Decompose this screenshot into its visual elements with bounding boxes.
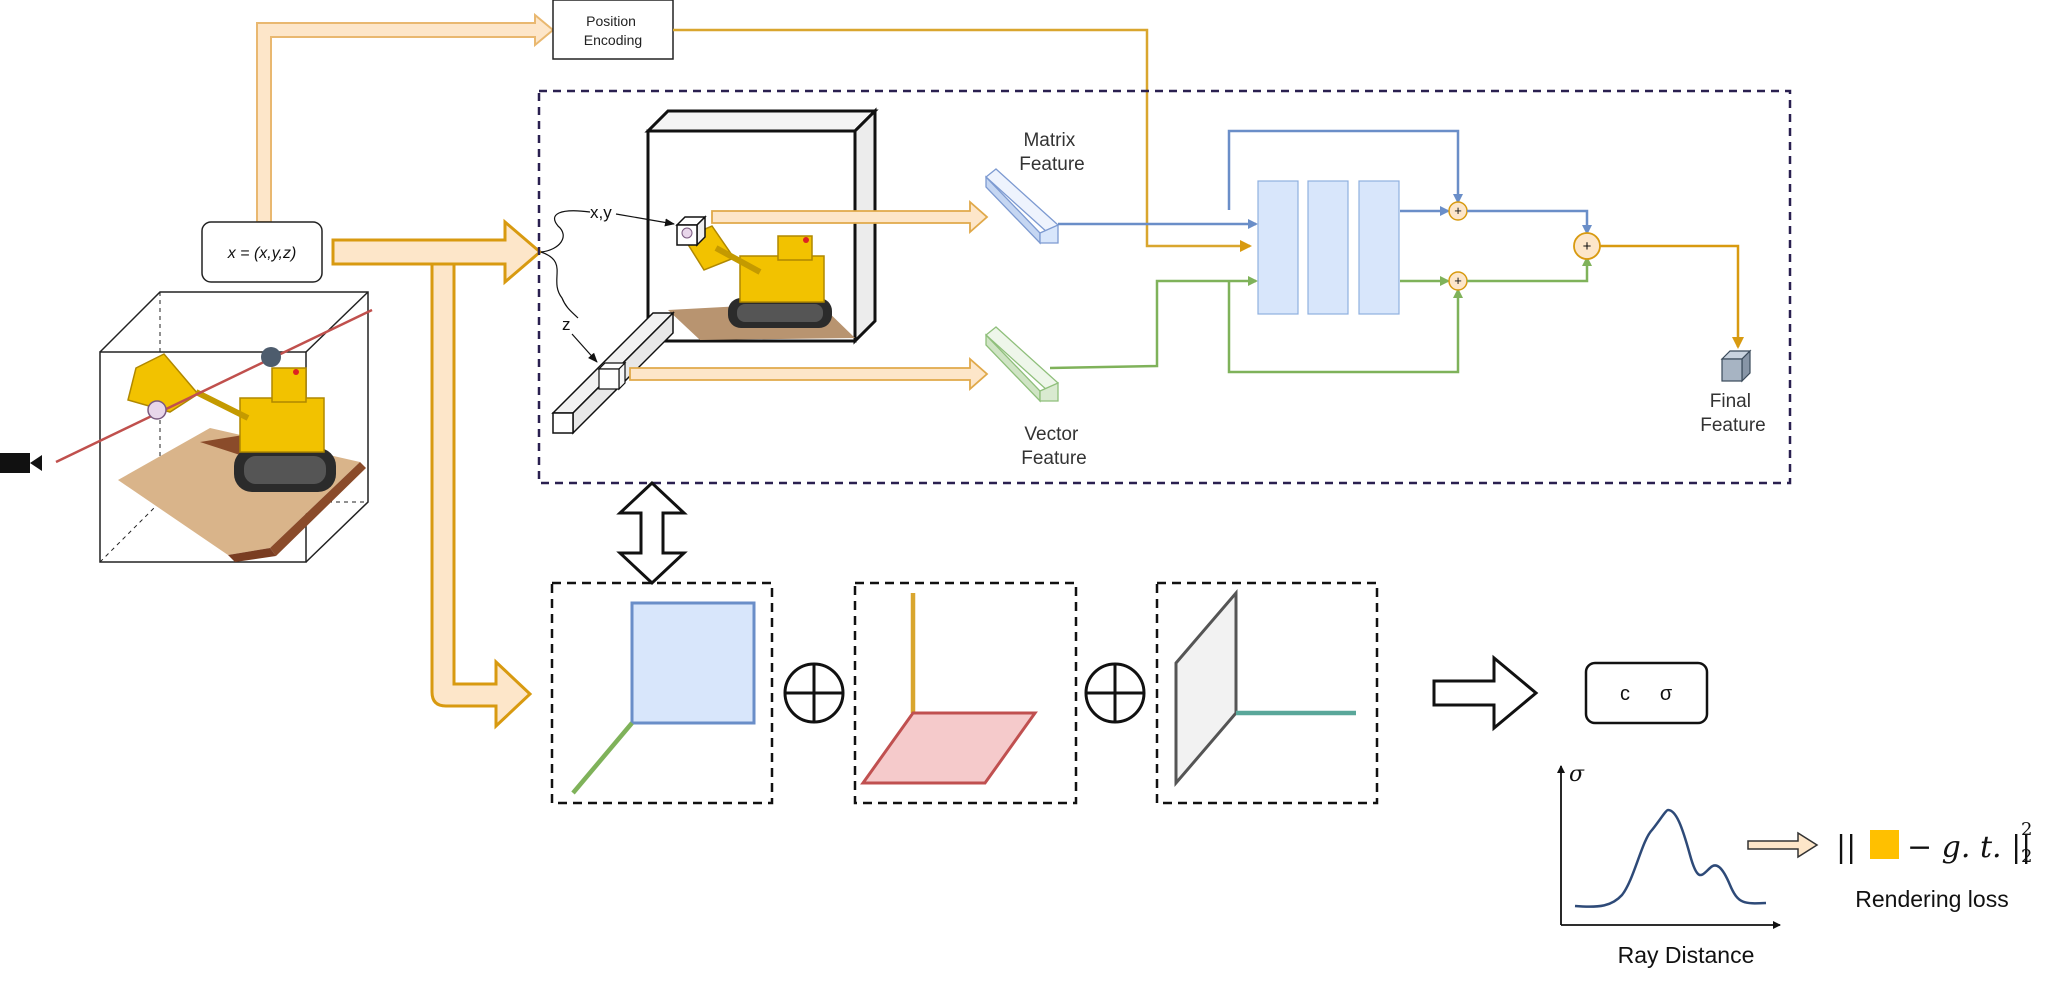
- plus-node-green: +: [1448, 271, 1468, 291]
- output-sigma-label: σ: [1660, 683, 1673, 705]
- xz-plane: [860, 711, 1038, 785]
- z-vector-line: [571, 721, 634, 795]
- camera-icon: [0, 453, 42, 473]
- matrix-feature-label: Matrix Feature: [1019, 130, 1084, 175]
- mlp-block-2: [1307, 180, 1349, 315]
- sum-node: +: [1573, 232, 1601, 260]
- rendering-loss-label: Rendering loss: [1855, 886, 2008, 912]
- loss-sup: 2: [2021, 819, 2032, 840]
- xy-plane: [630, 601, 756, 725]
- ray-distance-label: Ray Distance: [1618, 942, 1755, 968]
- matrix-feature-prism: [984, 168, 1060, 245]
- planes-input-arrow: [430, 262, 533, 730]
- matrix-sample-arrow: [711, 200, 989, 234]
- plane-panel-yz: [1155, 581, 1379, 805]
- position-encoding-box: [552, 0, 674, 60]
- loss-norm-open: ||: [1836, 830, 1856, 865]
- vector-feature-prism: [984, 326, 1060, 403]
- sum-to-final-line: [1600, 244, 1744, 349]
- output-arrow: [1432, 654, 1539, 732]
- input-coordinate-box: [201, 221, 323, 283]
- plus-green-to-sum-line: [1467, 256, 1592, 283]
- vector-feature-label: Vector Feature: [1021, 424, 1086, 469]
- final-feature-label: Final Feature: [1700, 391, 1765, 436]
- lego-bulldozer-image: [118, 353, 366, 562]
- yz-plane: [1174, 588, 1238, 788]
- final-feature-cube: [1720, 349, 1752, 383]
- vector-sample-arrow: [629, 357, 989, 391]
- position-encoding-label: Position Encoding: [584, 13, 642, 48]
- z-label: z: [562, 315, 571, 334]
- rendered-color-swatch: [1870, 830, 1899, 859]
- plus-blue-to-sum-line: [1467, 209, 1592, 235]
- xy-sample-cube: [675, 215, 707, 247]
- ray-sample-point-far: [261, 347, 281, 367]
- xy-label: x,y: [590, 203, 612, 222]
- svg-text:+: +: [1454, 203, 1462, 218]
- loss-arrow: [1747, 831, 1819, 859]
- mlp-block-1: [1257, 180, 1299, 315]
- bidirectional-arrow: [616, 480, 688, 586]
- output-c-label: c: [1620, 683, 1630, 705]
- direct-sum-1: [783, 662, 845, 724]
- volume-box: [644, 107, 879, 345]
- loss-formula-rest: − g. t. ||: [1907, 830, 2031, 865]
- plane-panel-xz: [853, 581, 1078, 805]
- direct-sum-2: [1084, 662, 1146, 724]
- sigma-axis-label: σ: [1569, 762, 1585, 787]
- pe-flow-arrow: [256, 12, 555, 223]
- vector-to-mlp-line: [1049, 276, 1258, 370]
- vector-skip-line: [1227, 281, 1463, 374]
- axis-curve: [540, 210, 591, 319]
- output-box: [1584, 661, 1709, 725]
- density-curve: [1574, 808, 1767, 908]
- z-pointer-arrow: [571, 333, 598, 363]
- camera-ray: [55, 308, 373, 464]
- mlp-block-3: [1358, 180, 1400, 315]
- svg-text:+: +: [1454, 273, 1462, 288]
- pe-connection-line: [673, 28, 1252, 252]
- ray-sample-point-near: [147, 400, 167, 420]
- feature-extraction-region: [537, 89, 1792, 485]
- svg-text:+: +: [1583, 238, 1592, 255]
- matrix-skip-line: [1227, 129, 1463, 210]
- plane-panel-xy: [550, 581, 774, 805]
- loss-sub: 2: [2021, 846, 2032, 867]
- input-coordinate-label: x = (x,y,z): [227, 245, 297, 262]
- plus-node-blue: +: [1448, 201, 1468, 221]
- xy-pointer-arrow: [615, 213, 675, 227]
- main-input-arrow: [331, 218, 543, 286]
- z-vector-rod: [551, 311, 675, 435]
